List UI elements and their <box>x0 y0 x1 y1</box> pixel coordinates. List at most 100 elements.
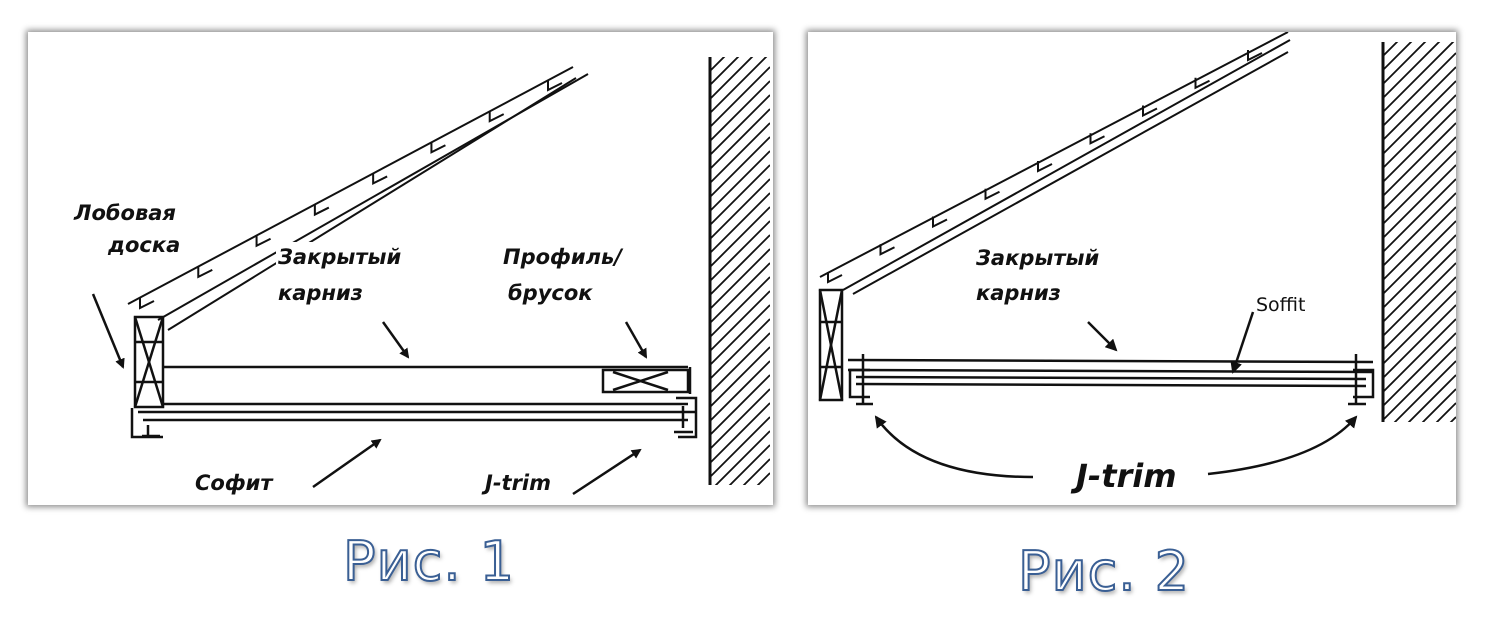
wall-hatch-line <box>1382 94 1456 169</box>
wall-hatch-line <box>714 430 770 485</box>
wall-hatch-line <box>709 150 770 212</box>
roof-shingles <box>819 32 1291 295</box>
fascia-board <box>133 315 165 409</box>
wall-hatch-line <box>1407 374 1456 422</box>
figure-2-drawing <box>818 32 1456 479</box>
wall-hatch-line <box>1382 122 1456 197</box>
shingle-step <box>827 272 843 284</box>
wall-hatch-line <box>709 248 770 310</box>
wall-hatch-line <box>709 192 770 254</box>
wall-hatch-line <box>742 458 770 485</box>
fascia-board <box>818 288 844 402</box>
wall-hatch-line <box>709 122 770 184</box>
wall-hatch-line <box>1383 42 1385 43</box>
wall-hatch-line <box>756 472 770 485</box>
wall-hatch-line <box>1382 42 1455 113</box>
wall-hatch-line <box>1382 178 1456 253</box>
wall-hatch-line <box>709 388 770 450</box>
shingle-step <box>1247 50 1263 62</box>
wall-hatch-line <box>709 57 726 72</box>
shingle-step <box>1142 105 1158 118</box>
wall-hatch-line <box>709 402 770 464</box>
label-jtrim: J-trim <box>443 468 570 504</box>
wall-hatch-line <box>709 164 770 226</box>
annotation-arrows <box>874 311 1358 479</box>
wall-hatch-line <box>709 66 770 128</box>
shingle-step <box>139 298 155 310</box>
wall-hatch-line <box>709 57 754 100</box>
label-soffit: Soffit <box>1256 294 1306 316</box>
shingle-step <box>1037 161 1053 173</box>
wall-hatch-line <box>1382 220 1456 295</box>
wall-hatch-line <box>1382 276 1456 351</box>
wall-hatch-line <box>709 262 770 324</box>
label-fascia-line2: доска <box>108 233 181 257</box>
label-profile-line2: брусок <box>506 278 595 308</box>
shingle-step <box>1089 133 1105 145</box>
shingle-step <box>1194 77 1210 90</box>
wall-hatch-line <box>1382 248 1456 323</box>
label-soffit: Софит <box>170 468 303 504</box>
wall-hatch-line <box>709 108 770 170</box>
wall-hatch-line <box>709 136 770 198</box>
wall-hatch-line <box>1382 346 1456 421</box>
wall-hatch-line <box>1449 416 1456 422</box>
wall-hatch-line <box>1382 80 1456 155</box>
shingle-step <box>932 216 948 229</box>
wall-hatch-line <box>1382 150 1456 225</box>
figure-1-panel: Лобовая доска Закрытый карниз Профиль/ б… <box>28 32 773 505</box>
wall <box>708 57 770 485</box>
wall-hatch-line <box>709 57 768 114</box>
wall-hatch-line <box>709 374 770 436</box>
wall-hatch-line <box>1382 304 1456 379</box>
shingle-step <box>313 204 330 217</box>
wall-hatch-line <box>1382 42 1413 71</box>
wall-hatch-line <box>1382 192 1456 267</box>
label-closed-eave-line2: карниз <box>976 281 1061 305</box>
wall-hatch-line <box>1382 42 1399 57</box>
label-jtrim: J-trim <box>1076 457 1177 495</box>
figure-1-drawing <box>91 57 770 496</box>
wall-hatch-line <box>709 94 770 156</box>
wall-hatch-line <box>1382 66 1456 141</box>
label-closed-eave-line1: Закрытый <box>976 246 1100 270</box>
wall-hatch-line <box>1382 206 1456 281</box>
wall-hatch-line <box>1382 42 1441 99</box>
shingle-step <box>488 111 505 123</box>
wall <box>1381 42 1456 422</box>
annotation-arrows <box>91 293 648 496</box>
label-closed-eave-line1: Закрытый <box>276 242 404 272</box>
wall-hatch-line <box>709 234 770 296</box>
wall-hatch-line <box>728 444 770 485</box>
shingle-step <box>547 80 563 92</box>
wall-hatch-line <box>709 276 770 338</box>
wall-hatch-line <box>709 346 770 408</box>
wall-hatch-line <box>709 332 770 394</box>
shingle-step <box>430 142 446 154</box>
wall-hatch-line <box>1382 290 1456 365</box>
figure-2-panel: Закрытый карниз Soffit J-trim <box>808 32 1456 505</box>
wall-hatch-line <box>709 290 770 352</box>
caption-figure-1: Рис. 1 <box>342 529 516 594</box>
shingle-step <box>879 244 895 256</box>
wall-hatch-line <box>1393 360 1456 422</box>
wall-hatch-line <box>1382 164 1456 239</box>
wall-hatch-line <box>1435 402 1456 422</box>
wall-hatch-line <box>1382 234 1456 309</box>
wall-hatch-line <box>1382 136 1456 211</box>
shingle-step <box>255 235 272 248</box>
wall-hatch-line <box>710 57 712 58</box>
shingle-step <box>197 266 213 279</box>
wall-hatch-line <box>709 304 770 366</box>
wall-hatch-line <box>709 80 770 142</box>
roof-shingles <box>127 66 589 331</box>
wall-hatch-line <box>1382 42 1427 85</box>
wall-hatch-line <box>709 416 770 478</box>
wall-hatch-line <box>1382 318 1456 393</box>
eave-structure <box>847 354 1375 406</box>
wall-hatch-line <box>1382 108 1456 183</box>
label-closed-eave-line2: карниз <box>276 278 365 308</box>
shingle-step <box>372 173 388 186</box>
wall-hatch-line <box>709 220 770 282</box>
wall-hatch-line <box>1382 262 1456 337</box>
